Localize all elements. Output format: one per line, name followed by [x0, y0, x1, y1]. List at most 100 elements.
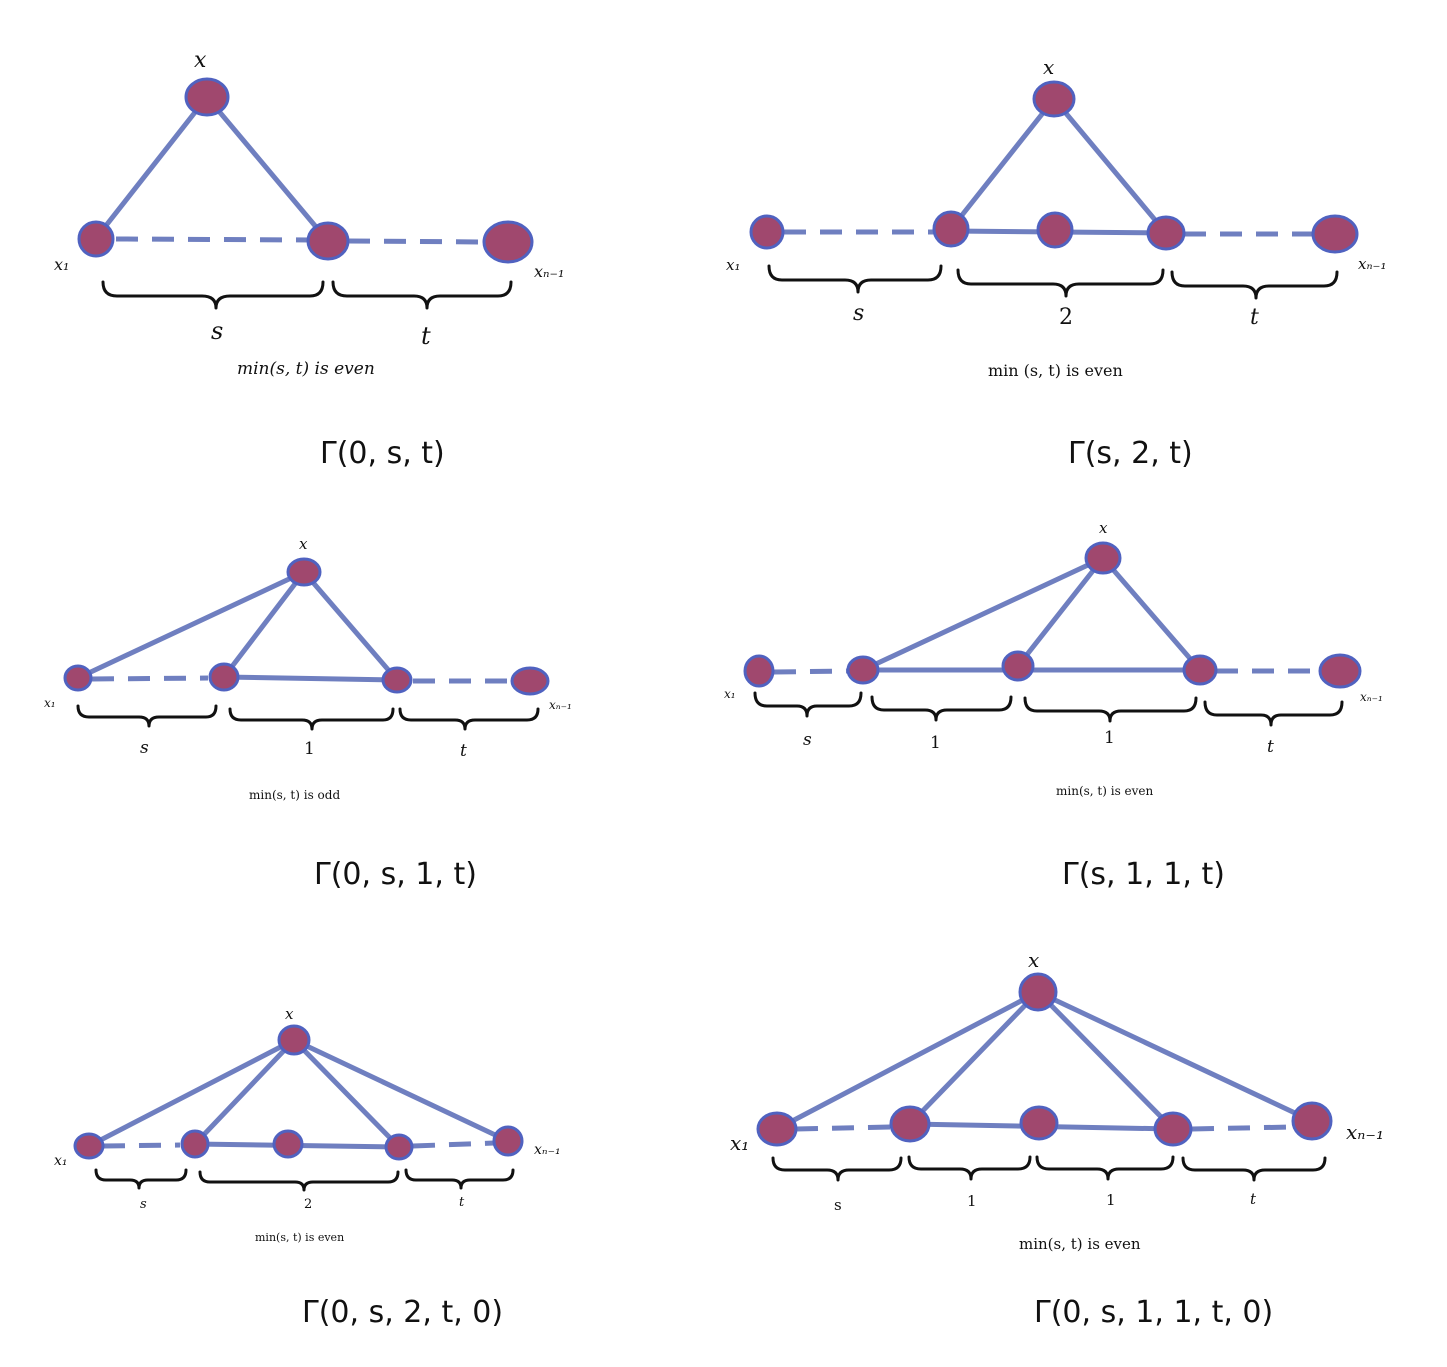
brace [101, 280, 325, 310]
vertex [1019, 1105, 1059, 1141]
brace [198, 1170, 400, 1192]
caption: Γ(s, 1, 1, t) [1062, 857, 1225, 892]
dashed-path [412, 1140, 495, 1149]
panel-gamma-s-2-t: x x₁ xₙ₋₁ s 2 t min (s, t) is even Γ(s, … [726, 55, 1386, 471]
condition-label: min(s, t) is even [1019, 1235, 1141, 1253]
vertex-label-top: x [285, 1005, 294, 1023]
vertex-label-left: x₁ [724, 687, 736, 701]
vertex [1001, 650, 1035, 682]
segment-label: 1 [967, 1192, 977, 1210]
vertex-x1 [756, 1111, 798, 1147]
edge [774, 989, 1041, 1132]
edge [860, 555, 1106, 673]
brace [76, 704, 218, 728]
brace [331, 280, 513, 310]
vertex [306, 221, 350, 261]
dashed-path [102, 1142, 181, 1149]
edge [1035, 989, 1315, 1124]
edge [948, 96, 1057, 232]
vertex-label-top: x [299, 535, 308, 553]
dashed-path [347, 238, 487, 245]
edge [94, 94, 210, 240]
dashed-path [91, 675, 209, 682]
panel-gamma-0-s-2-t-0: x x₁ xₙ₋₁ s 2 t min(s, t) is even Γ(0, s… [54, 1005, 561, 1330]
dashed-path [773, 668, 849, 675]
segment-label: t [460, 741, 467, 761]
vertex [180, 1129, 210, 1159]
panel-gamma-0-s-t: x x₁ xₙ₋₁ s t min(s, t) is even Γ(0, s, … [54, 48, 564, 471]
edge [75, 569, 307, 681]
brace [956, 268, 1165, 298]
segment-label: t [421, 322, 431, 350]
edge [86, 1037, 297, 1149]
edge [291, 1037, 402, 1150]
vertex-label-top: x [1028, 948, 1039, 972]
segment-label: 2 [1059, 305, 1073, 330]
dashed-path [1191, 1124, 1293, 1132]
brace [1181, 1156, 1327, 1182]
vertex-label-right: xₙ₋₁ [1360, 690, 1383, 704]
vertex [272, 1129, 304, 1159]
vertex-xn-1 [510, 666, 550, 696]
vertex-label-top: x [1099, 519, 1108, 537]
vertex-x [1032, 80, 1076, 118]
vertex-xn-1 [492, 1125, 524, 1157]
segment-label: s [140, 738, 149, 758]
vertex-x1 [73, 1132, 105, 1160]
vertex-label-right: xₙ₋₁ [549, 698, 572, 712]
brace [767, 264, 943, 294]
panel-gamma-s-1-1-t: x x₁ xₙ₋₁ s 1 1 t min(s, t) is even Γ(s,… [724, 519, 1383, 892]
edge [192, 1037, 297, 1147]
dashed-path [115, 236, 311, 243]
brace [771, 1156, 903, 1182]
vertex-x [277, 1024, 311, 1056]
brace [1023, 696, 1198, 723]
vertex-x1 [77, 220, 115, 258]
brace [907, 1155, 1032, 1181]
segment-label: t [1250, 1190, 1257, 1208]
vertex-label-left: x₁ [54, 1153, 68, 1169]
brace [870, 695, 1013, 722]
edge [1051, 96, 1169, 236]
condition-label: min (s, t) is even [988, 361, 1123, 380]
vertex-xn-1 [482, 220, 534, 264]
edge [291, 1037, 511, 1144]
caption: Γ(0, s, 1, t) [314, 857, 477, 892]
vertex [846, 655, 880, 685]
vertex [1153, 1111, 1193, 1147]
segment-label: s [803, 730, 812, 750]
vertex-x [1084, 541, 1122, 575]
vertex-x1 [63, 664, 93, 692]
segment-label: 1 [1104, 728, 1115, 748]
vertex-x1 [749, 214, 785, 250]
vertex-xn-1 [1291, 1101, 1333, 1141]
vertex [208, 662, 240, 692]
vertex-xn-1 [1311, 214, 1359, 254]
vertex-label-right: xₙ₋₁ [1358, 255, 1386, 273]
vertex-label-left: x₁ [726, 256, 740, 274]
vertex-label-right: xₙ₋₁ [534, 262, 564, 281]
caption: Γ(s, 2, t) [1068, 436, 1193, 471]
brace [753, 691, 863, 718]
segment-label: 1 [1106, 1191, 1116, 1209]
edge [221, 674, 400, 683]
brace [1203, 700, 1344, 727]
brace [228, 707, 395, 731]
vertex-label-left: x₁ [54, 255, 69, 274]
edge [301, 569, 400, 683]
brace [1170, 270, 1339, 300]
edge [221, 569, 307, 680]
segment-label: t [1250, 305, 1259, 330]
vertex-x [1018, 972, 1058, 1012]
brace [404, 1168, 515, 1190]
condition-label: min(s, t) is even [237, 359, 375, 379]
vertex [932, 210, 970, 248]
condition-label: min(s, t) is odd [249, 788, 340, 802]
segment-label: 1 [930, 733, 941, 753]
vertex-label-right: xₙ₋₁ [1346, 1120, 1384, 1144]
caption: Γ(0, s, 1, 1, t, 0) [1034, 1295, 1273, 1330]
vertex [1146, 215, 1186, 251]
edge [204, 94, 330, 243]
edge [907, 989, 1041, 1127]
